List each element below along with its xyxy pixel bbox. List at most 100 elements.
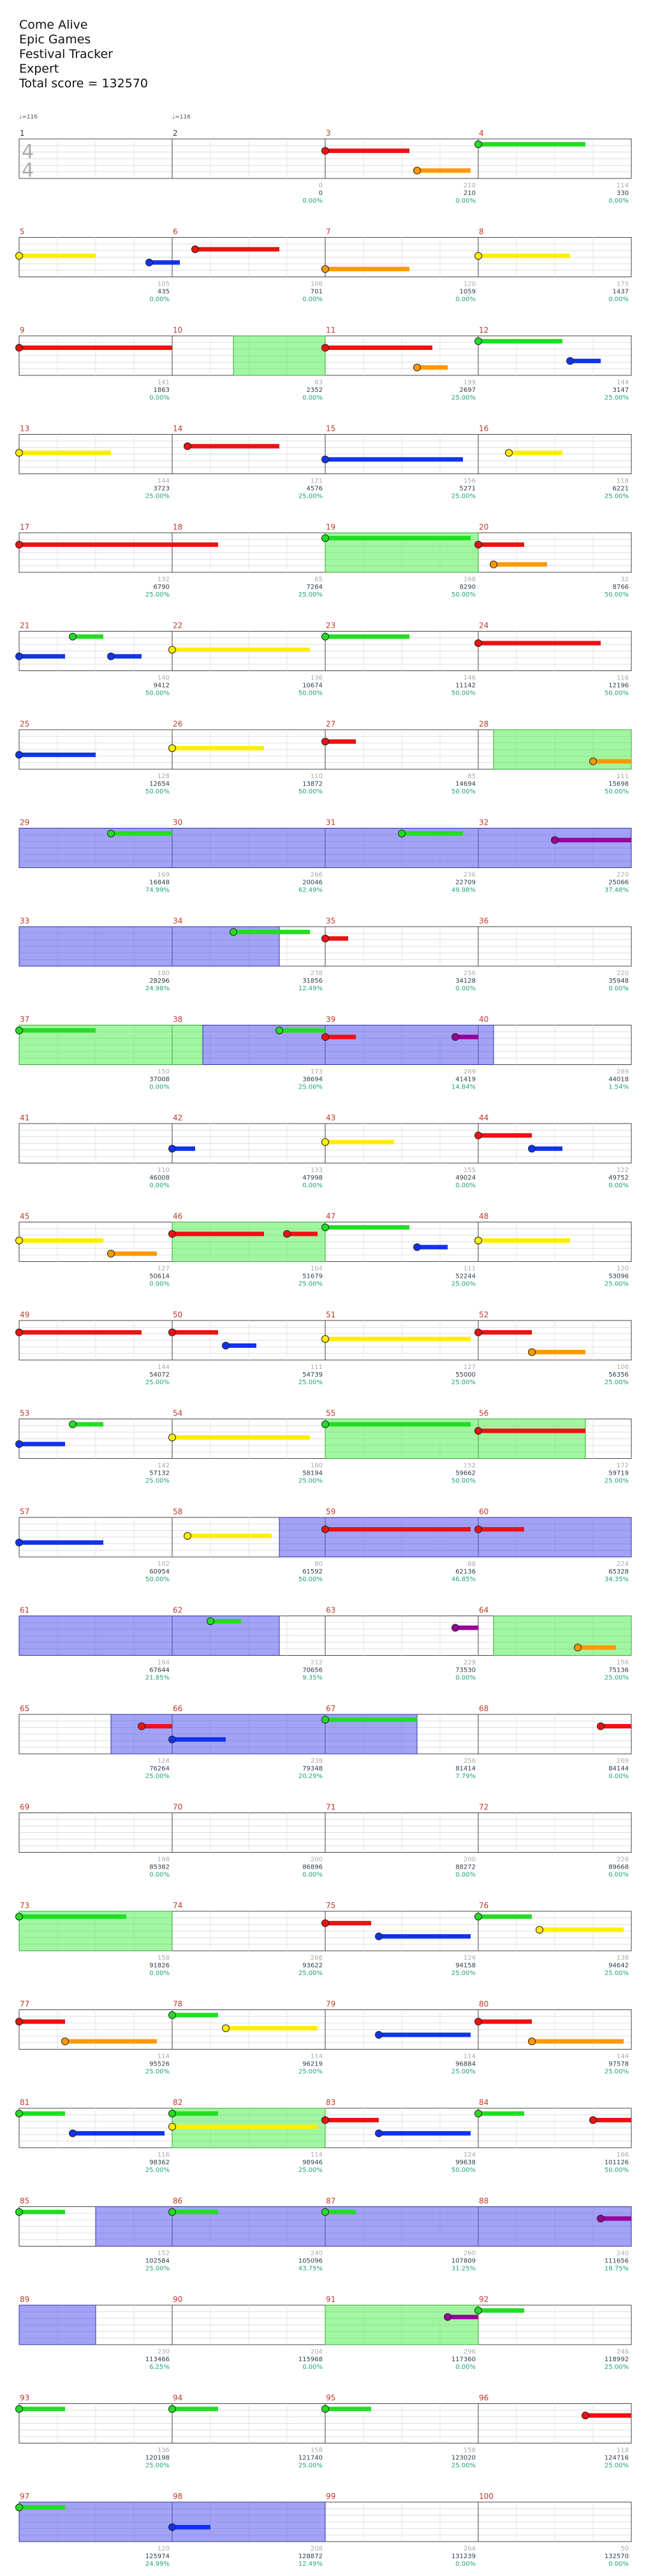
cumulative-score: 11142 [455, 683, 476, 690]
multiplier-percent: 0.00% [608, 1773, 629, 1780]
cumulative-score: 101126 [605, 2159, 629, 2166]
measure-number: 74 [173, 1901, 182, 1910]
measure-number: 96 [479, 2394, 488, 2403]
multiplier-percent: 50.00% [451, 591, 476, 598]
cumulative-score: 62136 [455, 1568, 476, 1575]
multiplier-percent: 7.79% [455, 1773, 476, 1780]
multiplier-percent: 0.00% [455, 1182, 476, 1189]
measure-number: 10 [173, 326, 182, 335]
measure-number: 80 [479, 2000, 488, 2009]
measure-note-count: 144 [158, 1364, 170, 1371]
measure-number: 72 [479, 1803, 488, 1812]
measure-note-count: 83 [314, 379, 323, 386]
measure-number: 1 [20, 129, 25, 138]
measure-number: 36 [479, 916, 488, 925]
note-orange [107, 1250, 115, 1258]
measure-note-count: 121 [311, 478, 323, 485]
note-yellow [168, 1433, 176, 1442]
multiplier-percent: 0.00% [608, 296, 629, 303]
cumulative-score: 94642 [608, 1962, 629, 1969]
measure-note-count: 142 [158, 1463, 170, 1470]
cumulative-score: 107809 [451, 2258, 476, 2265]
multiplier-percent: 74.99% [145, 887, 170, 894]
note-green [321, 1716, 329, 1724]
measure-number: 37 [20, 1015, 29, 1024]
measure-note-count: 132 [158, 576, 170, 583]
multiplier-percent: 25.00% [605, 394, 629, 402]
cumulative-score: 0 [319, 190, 323, 197]
note-red [321, 737, 329, 746]
note-green [474, 337, 482, 345]
multiplier-percent: 6.25% [149, 2364, 170, 2371]
measure-number: 8 [479, 228, 484, 236]
cumulative-score: 115968 [298, 2356, 323, 2363]
measure-note-count: 150 [158, 1069, 170, 1076]
measure-number: 50 [173, 1310, 182, 1319]
cumulative-score: 34128 [455, 978, 476, 985]
measure-note-count: 120 [464, 281, 476, 288]
measure-note-count: 104 [311, 1266, 323, 1273]
measure-note-count: 152 [158, 2250, 170, 2257]
note-yellow [168, 744, 176, 752]
note-blue [375, 2129, 383, 2138]
multiplier-percent: 1.54% [608, 1084, 629, 1091]
multiplier-percent: 0.00% [149, 1281, 170, 1288]
measure-number: 90 [173, 2295, 182, 2304]
measure-note-count: 296 [464, 2348, 476, 2355]
measure-number: 25 [20, 720, 29, 728]
cumulative-score: 44018 [608, 1076, 629, 1083]
measure-note-count: 198 [158, 1856, 170, 1863]
note-purple [451, 1033, 459, 1041]
note-purple [597, 2215, 605, 2223]
measure-number: 79 [326, 2000, 335, 2009]
multiplier-percent: 0.00% [302, 296, 323, 303]
cumulative-score: 98362 [149, 2159, 170, 2166]
measure-number: 2 [173, 129, 178, 138]
cumulative-score: 49752 [608, 1175, 629, 1182]
measure-number: 59 [326, 1507, 335, 1516]
measure-number: 94 [173, 2394, 182, 2403]
note-blue [15, 1538, 23, 1547]
measure-note-count: 106 [617, 1364, 629, 1371]
measure-note-count: 230 [158, 2348, 170, 2355]
measure-number: 19 [326, 523, 335, 532]
note-yellow [505, 449, 513, 457]
measure-note-count: 105 [158, 281, 170, 288]
measure-note-count: 80 [314, 1561, 323, 1568]
cumulative-score: 15698 [608, 781, 629, 788]
measure-number: 12 [479, 326, 488, 335]
note-yellow [15, 1236, 23, 1245]
note-yellow [168, 646, 176, 654]
note-red [321, 1525, 329, 1533]
tempo-mark: ♩=116 [19, 114, 38, 120]
note-green [15, 1913, 23, 1921]
multiplier-percent: 25.00% [605, 1675, 629, 1682]
measure-number: 73 [20, 1901, 29, 1910]
cumulative-score: 132570 [605, 2553, 629, 2560]
overdrive-section [279, 1517, 632, 1558]
multiplier-percent: 50.00% [298, 788, 323, 795]
measure-number: 81 [20, 2098, 29, 2107]
measure-note-count: 200 [464, 1856, 476, 1863]
measure-note-count: 156 [464, 478, 476, 485]
multiplier-percent: 0.00% [455, 198, 476, 205]
note-green [230, 928, 237, 936]
measure-note-count: 85 [467, 773, 476, 780]
measure-number: 15 [326, 424, 335, 433]
measure-note-count: 269 [617, 1758, 629, 1765]
multiplier-percent: 25.00% [298, 1084, 323, 1091]
note-red [321, 1033, 329, 1041]
multiplier-percent: 25.00% [605, 1478, 629, 1485]
multiplier-percent: 0.00% [302, 1182, 323, 1189]
measure-note-count: 144 [617, 379, 629, 386]
cumulative-score: 102584 [145, 2258, 170, 2265]
cumulative-score: 84144 [608, 1765, 629, 1772]
cumulative-score: 6221 [613, 486, 629, 493]
multiplier-percent: 25.00% [605, 2463, 629, 2470]
cumulative-score: 14694 [455, 781, 476, 788]
measure-number: 42 [173, 1113, 182, 1122]
measure-number: 87 [326, 2197, 335, 2206]
measure-number: 71 [326, 1803, 335, 1812]
cumulative-score: 28296 [149, 978, 170, 985]
cumulative-score: 60954 [149, 1568, 170, 1575]
